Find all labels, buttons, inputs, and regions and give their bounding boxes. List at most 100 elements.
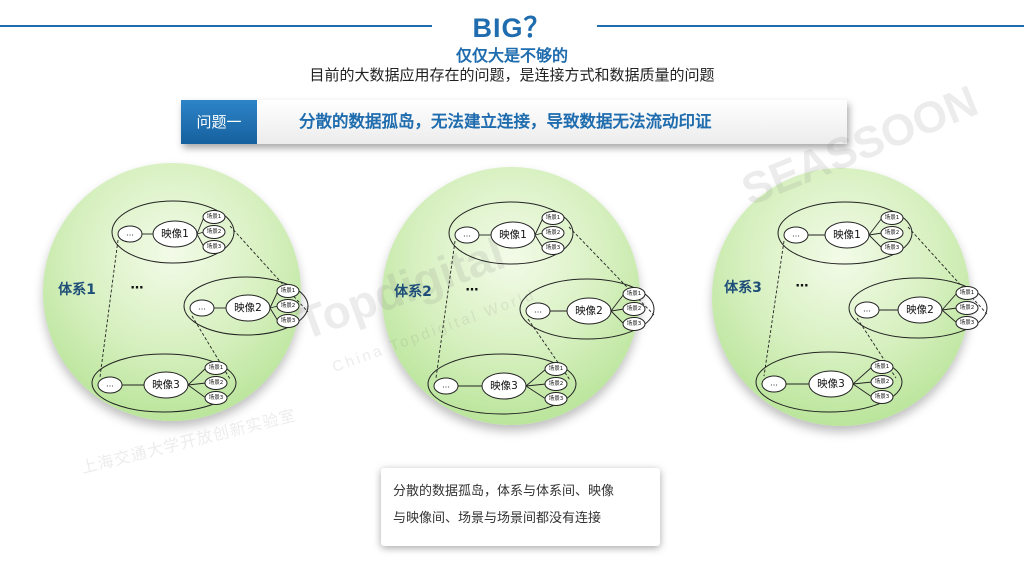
note-line-1: 分散的数据孤岛，体系与体系间、映像 bbox=[393, 484, 615, 499]
system-3-image-2-scene-label-3: 场景3 bbox=[960, 318, 975, 326]
system-2-image-2-scene-label-1: 场景1 bbox=[627, 289, 642, 297]
note-line-2: 与映像间、场景与场景间都没有连接 bbox=[393, 511, 602, 526]
system-2-image-1-scene-label-1: 场景1 bbox=[546, 213, 561, 221]
system-2-image-3-scene-link-1 bbox=[525, 368, 547, 387]
system-2-label: 体系2 bbox=[394, 283, 432, 300]
system-2-connector-left bbox=[435, 240, 456, 379]
system-1-image-2-scene-link-1 bbox=[269, 290, 279, 309]
system-1-image-2-node-label: 映像2 bbox=[234, 302, 262, 314]
system-1-image-2-scene-node-1 bbox=[276, 284, 300, 298]
system-3-label: 体系3 bbox=[724, 279, 762, 296]
system-3-image-1-scene-node-2 bbox=[880, 226, 904, 240]
system-2-image-3-scene-label-3: 场景3 bbox=[549, 394, 564, 402]
system-3-image-3-scene-node-3 bbox=[870, 390, 894, 404]
system-3-image-2-scene-node-1 bbox=[955, 286, 979, 300]
system-3-image-3-node-label: 映像3 bbox=[817, 378, 845, 390]
system-2-image-2-ellipsis-label: … bbox=[534, 306, 542, 315]
system-1-image-2-scene-label-1: 场景1 bbox=[281, 286, 296, 294]
system-3-image-1-scene-label-1: 场景1 bbox=[885, 213, 900, 221]
system-1-image-3-scene-node-3 bbox=[204, 391, 228, 405]
system-2-image-3-scene-label-2: 场景2 bbox=[549, 379, 564, 387]
system-1-image-3-scene-link-3 bbox=[187, 384, 207, 399]
system-3-image-3-scene-label-3: 场景3 bbox=[875, 392, 890, 400]
system-2-image-3-scene-label-1: 场景1 bbox=[549, 364, 564, 372]
system-2-image-1-scene-link-1 bbox=[534, 217, 544, 236]
system-3-image-1-scene-node-1 bbox=[880, 211, 904, 225]
system-2-image-2-scene-node-3 bbox=[622, 317, 646, 331]
system-3-connector-left bbox=[763, 240, 785, 377]
system-1-image-1-scene-label-2: 场景2 bbox=[207, 227, 222, 235]
system-1-image-3-scene-node-1 bbox=[204, 361, 228, 375]
system-1-image-3-scene-label-1: 场景1 bbox=[209, 363, 224, 371]
system-2-image-1-scene-label-2: 场景2 bbox=[546, 228, 561, 236]
system-3-image-2-group-ellipse bbox=[848, 277, 988, 339]
system-3-image-1-group-ellipse bbox=[777, 201, 913, 265]
system-2-image-3-ellipsis-label: … bbox=[442, 381, 450, 390]
system-3-image-3-scene-label-2: 场景2 bbox=[875, 377, 890, 385]
system-1-image-3-scene-link-1 bbox=[187, 367, 207, 386]
system-1-image-1-ellipsis-node bbox=[117, 225, 143, 243]
system-2-image-2-group-ellipse bbox=[519, 278, 655, 340]
system-3-image-3-ellipsis-node bbox=[761, 375, 787, 393]
system-2-image-3-node-label: 映像3 bbox=[490, 380, 518, 392]
system-2-image-2-scene-label-2: 场景2 bbox=[627, 304, 642, 312]
note-box: 分散的数据孤岛，体系与体系间、映像 与映像间、场景与场景间都没有连接 bbox=[381, 468, 660, 546]
system-3-image-2-scene-label-2: 场景2 bbox=[960, 303, 975, 311]
system-2-image-1-node-label: 映像1 bbox=[499, 229, 527, 241]
system-2-dots: … bbox=[466, 280, 479, 295]
page-description: 目前的大数据应用存在的问题，是连接方式和数据质量的问题 bbox=[309, 66, 715, 84]
system-2-image-2-scene-link-2 bbox=[610, 308, 625, 312]
issue-text: 分散的数据孤岛，无法建立连接，导致数据无法流动印证 bbox=[299, 112, 712, 131]
system-3-dots: … bbox=[796, 276, 809, 291]
system-1-image-1-scene-node-2 bbox=[202, 225, 226, 239]
system-1-image-2-scene-link-3 bbox=[269, 307, 279, 322]
system-3-image-1-scene-label-3: 场景3 bbox=[885, 243, 900, 251]
system-3-connector-bottom bbox=[856, 317, 897, 379]
system-3-image-1-scene-label-2: 场景2 bbox=[885, 228, 900, 236]
system-1-image-2-scene-node-2 bbox=[276, 299, 300, 313]
system-2-image-3-scene-node-3 bbox=[544, 392, 568, 406]
system-3-image-1-ellipsis-label: … bbox=[792, 230, 800, 239]
system-3-image-3-ellipsis-label: … bbox=[770, 379, 778, 388]
page-title: BIG？ bbox=[472, 13, 552, 43]
system-1-image-3-scene-node-2 bbox=[204, 376, 228, 390]
system-1-connector-left bbox=[99, 239, 119, 378]
system-2-image-1-scene-node-2 bbox=[541, 226, 565, 240]
system-2-image-1-scene-node-3 bbox=[541, 241, 565, 255]
system-3-image-1-ellipsis-node bbox=[783, 226, 809, 244]
system-1-image-2-scene-label-2: 场景2 bbox=[281, 301, 296, 309]
system-3-image-3-scene-node-2 bbox=[870, 375, 894, 389]
system-1-image-2-scene-label-3: 场景3 bbox=[281, 316, 296, 324]
system-2-image-3-scene-node-1 bbox=[544, 362, 568, 376]
header-line-right bbox=[597, 25, 1024, 27]
system-3-image-2-scene-link-1 bbox=[941, 292, 958, 311]
system-2-image-2-scene-link-3 bbox=[610, 310, 625, 325]
system-2-image-2-ellipsis-node bbox=[525, 302, 551, 320]
system-2-connector-top bbox=[568, 226, 655, 316]
system-3-image-1-node-label: 映像1 bbox=[833, 229, 861, 241]
system-1-connector-top bbox=[229, 225, 309, 313]
system-2-image-1-scene-link-3 bbox=[534, 234, 544, 249]
system-1-image-2-ellipsis-node bbox=[189, 299, 215, 317]
system-3-connector-top bbox=[907, 226, 988, 315]
system-1-image-3-ellipsis-node bbox=[97, 376, 123, 394]
system-1-image-1-scene-node-1 bbox=[202, 210, 226, 224]
issue-label: 问题一 bbox=[181, 100, 257, 144]
page-subtitle: 仅仅大是不够的 bbox=[455, 46, 568, 65]
system-1-dots: … bbox=[131, 278, 144, 293]
system-3-image-2-scene-label-1: 场景1 bbox=[960, 288, 975, 296]
system-1-label: 体系1 bbox=[58, 281, 96, 298]
system-2-image-2-scene-label-3: 场景3 bbox=[627, 319, 642, 327]
system-1-image-1-scene-link-1 bbox=[196, 216, 205, 235]
system-3-image-3-scene-label-1: 场景1 bbox=[875, 362, 890, 370]
system-3-image-3-scene-link-1 bbox=[852, 366, 873, 385]
system-2-image-1-scene-label-3: 场景3 bbox=[546, 243, 561, 251]
system-2-image-1-ellipsis-node bbox=[454, 226, 480, 244]
system-1-image-1-scene-node-3 bbox=[202, 240, 226, 254]
system-3-image-2-node-label: 映像2 bbox=[906, 304, 934, 316]
system-1-image-1-scene-link-3 bbox=[196, 233, 205, 248]
system-3-image-3-scene-link-3 bbox=[852, 383, 873, 398]
system-2-image-1-group-ellipse bbox=[448, 201, 574, 265]
system-1-image-1-group-ellipse bbox=[111, 200, 235, 264]
